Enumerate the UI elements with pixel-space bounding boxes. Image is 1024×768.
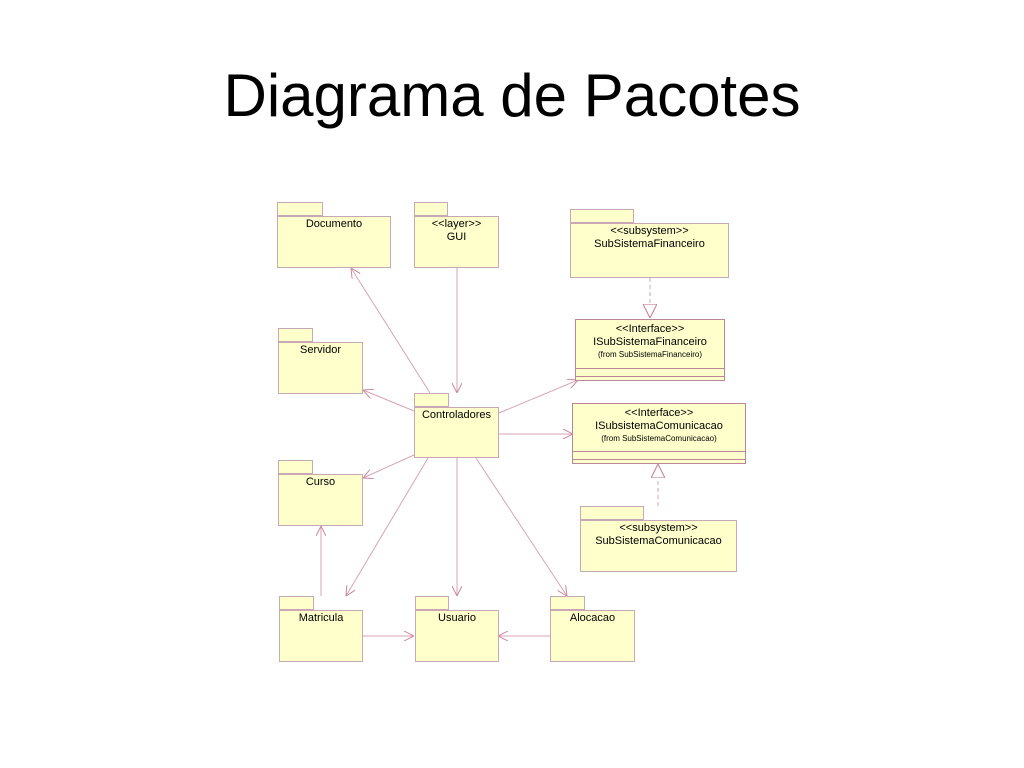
package-body: Curso (278, 474, 363, 526)
package-tab (279, 596, 314, 610)
package-documento[interactable]: Documento (277, 202, 391, 268)
package-label: Matricula (298, 612, 344, 624)
package-body: Controladores (414, 407, 499, 458)
package-label: Alocacao (569, 612, 616, 624)
package-label: SubSistemaFinanceiro (594, 238, 705, 250)
package-stereotype: <<layer>> (431, 218, 482, 230)
package-label: GUI (446, 231, 467, 243)
package-tab (570, 209, 634, 223)
package-body: <<subsystem>> SubSistemaComunicacao (580, 520, 737, 572)
package-tab (580, 506, 644, 520)
package-gui[interactable]: <<layer>> GUI (414, 202, 499, 268)
interface-stereotype: <<Interface>> (615, 323, 685, 335)
package-label: Controladores (421, 409, 492, 421)
package-subsistema-financeiro[interactable]: <<subsystem>> SubSistemaFinanceiro (570, 209, 729, 278)
package-curso[interactable]: Curso (278, 460, 363, 526)
package-usuario[interactable]: Usuario (415, 596, 499, 662)
package-label: Servidor (300, 344, 341, 356)
package-body: <<subsystem>> SubSistemaFinanceiro (570, 223, 729, 278)
package-tab (278, 460, 313, 474)
package-alocacao[interactable]: Alocacao (550, 596, 635, 662)
link-controladores-matricula (346, 457, 429, 596)
package-servidor[interactable]: Servidor (278, 328, 363, 394)
interface-from: (from SubSistemaFinanceiro) (597, 350, 703, 359)
package-label: Usuario (438, 612, 476, 624)
package-tab (415, 596, 449, 610)
package-label: Documento (305, 218, 363, 230)
interface-from: (from SubSistemaComunicacao) (601, 434, 717, 443)
package-body: Servidor (278, 342, 363, 394)
package-matricula[interactable]: Matricula (279, 596, 363, 662)
attributes-divider (576, 368, 724, 369)
package-tab (414, 393, 449, 407)
link-controladores-ifinanceiro (498, 380, 578, 414)
link-controladores-servidor (363, 390, 415, 412)
attributes-divider (573, 451, 745, 452)
package-body: Alocacao (550, 610, 635, 662)
interface-isubsistemafinanceiro[interactable]: <<Interface>> ISubSistemaFinanceiro (fro… (575, 319, 725, 381)
package-stereotype: <<subsystem>> (610, 225, 689, 237)
package-tab (277, 202, 323, 216)
interface-label: ISubsistemaComunicacao (595, 420, 723, 432)
package-controladores[interactable]: Controladores (414, 393, 499, 458)
package-subsistema-comunicacao[interactable]: <<subsystem>> SubSistemaComunicacao (580, 506, 737, 572)
package-tab (278, 328, 313, 342)
interface-stereotype: <<Interface>> (624, 407, 694, 419)
package-tab (550, 596, 585, 610)
operations-divider (576, 376, 724, 377)
interface-isubsistemacomunicacao[interactable]: <<Interface>> ISubsistemaComunicacao (fr… (572, 403, 746, 464)
link-controladores-curso (363, 454, 415, 478)
package-body: Usuario (415, 610, 499, 662)
slide-title: Diagrama de Pacotes (223, 62, 801, 129)
package-label: SubSistemaComunicacao (595, 535, 722, 547)
package-body: <<layer>> GUI (414, 216, 499, 268)
package-body: Matricula (279, 610, 363, 662)
interface-label: ISubSistemaFinanceiro (593, 336, 707, 348)
package-stereotype: <<subsystem>> (619, 522, 698, 534)
package-body: Documento (277, 216, 391, 268)
link-controladores-documento (351, 268, 431, 394)
package-tab (414, 202, 448, 216)
package-label: Curso (305, 476, 336, 488)
link-controladores-alocacao (475, 457, 567, 596)
operations-divider (573, 459, 745, 460)
